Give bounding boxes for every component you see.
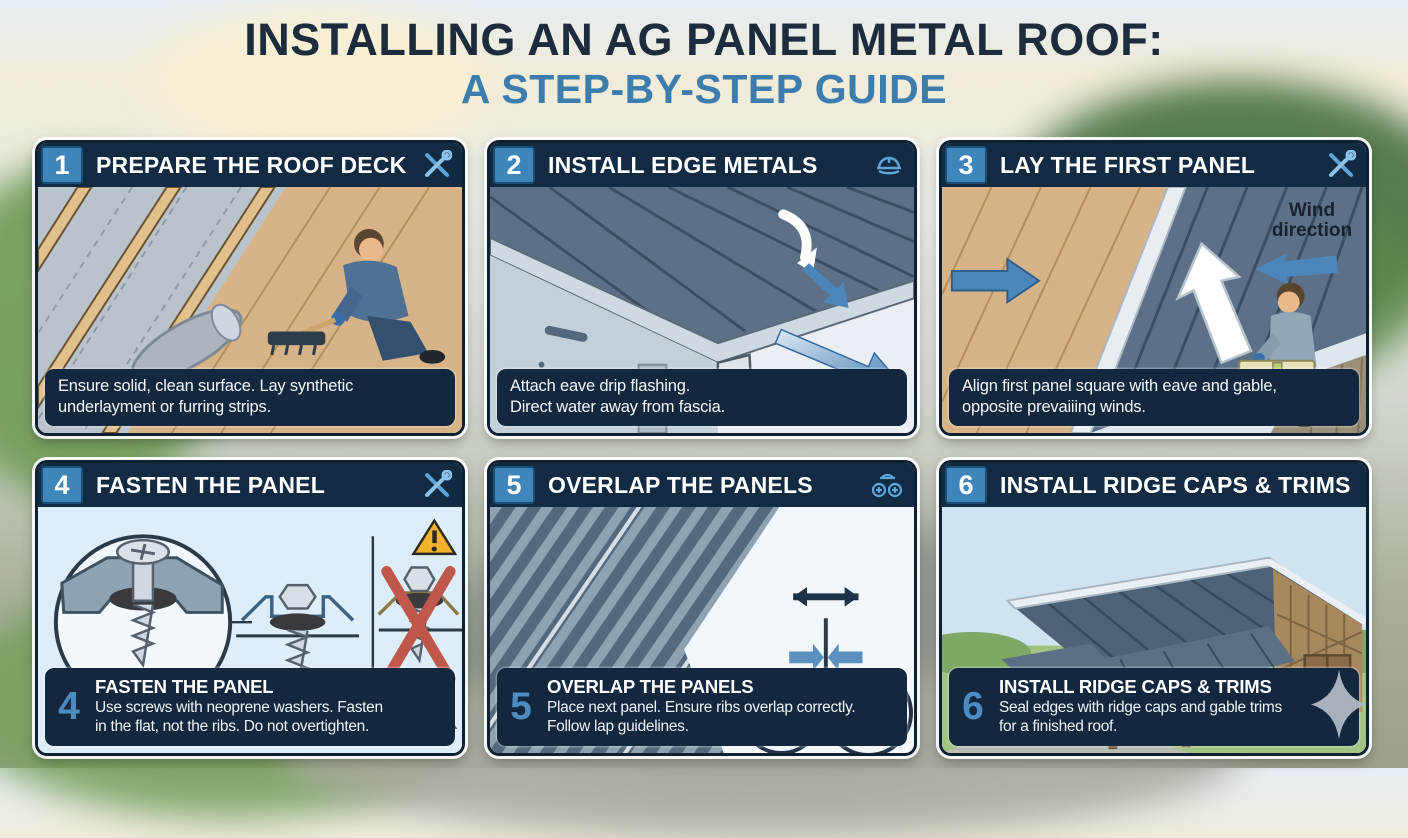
crossed-tools-icon	[422, 150, 452, 180]
step6-header: 6 INSTALL RIDGE CAPS & TRIMS	[942, 463, 1366, 507]
step3-caption-bar: Align first panel square with eave and g…	[949, 369, 1359, 426]
page-title-line1: INSTALLING AN AG PANEL METAL ROOF:	[244, 14, 1164, 65]
step5-footer-title: OVERLAP THE PANELS	[547, 676, 754, 698]
step-card-6: 6 INSTALL RIDGE CAPS & TRIMS 6 INSTALL R…	[939, 460, 1369, 756]
step2-caption-bar: Attach eave drip flashing. Direct water …	[497, 369, 907, 426]
step5-footer-number: 5	[510, 685, 532, 729]
hard-hat-icon	[874, 150, 904, 180]
step6-number-badge: 6	[945, 466, 987, 504]
step5-footer: 5 OVERLAP THE PANELS Place next panel. E…	[497, 668, 907, 746]
step4-footer-title: FASTEN THE PANEL	[95, 676, 274, 698]
step5-footer-text: OVERLAP THE PANELS Place next panel. Ens…	[547, 676, 856, 737]
step4-header: 4 FASTEN THE PANEL	[38, 463, 462, 507]
step5-number-badge: 5	[493, 466, 535, 504]
page-title-line2: A STEP-BY-STEP GUIDE	[460, 66, 948, 113]
step2-number-badge: 2	[493, 146, 535, 184]
step1-number-badge: 1	[41, 146, 83, 184]
step6-footer-body: Seal edges with ridge caps and gable tri…	[999, 699, 1282, 736]
step3-caption-text: Align first panel square with eave and g…	[962, 377, 1277, 417]
step6-footer-number: 6	[962, 685, 984, 729]
step5-title: OVERLAP THE PANELS	[548, 471, 813, 498]
step-card-5: 5 OVERLAP THE PANELS 5 OVERLAP THE PANEL…	[487, 460, 917, 756]
step4-number-badge: 4	[41, 466, 83, 504]
step1-caption-bar: Ensure solid, clean surface. Lay synthet…	[45, 369, 455, 426]
step1-header: 1 PREPARE THE ROOF DECK	[38, 143, 462, 187]
step4-title: FASTEN THE PANEL	[96, 471, 325, 498]
step4-footer-text: FASTEN THE PANEL Use screws with neopren…	[95, 676, 383, 737]
crossed-tools-icon	[1326, 150, 1356, 180]
step6-title: INSTALL RIDGE CAPS & TRIMS	[1000, 471, 1351, 498]
step3-header: 3 LAY THE FIRST PANEL	[942, 143, 1366, 187]
step5-footer-body: Place next panel. Ensure ribs overlap co…	[547, 699, 856, 736]
step3-number-badge: 3	[945, 146, 987, 184]
background-sun-glow	[150, 6, 490, 156]
step4-footer-body: Use screws with neoprene washers. Fasten…	[95, 699, 383, 736]
step-card-1: 1 PREPARE THE ROOF DECK Ensure solid, cl…	[35, 140, 465, 436]
step6-footer: 6 INSTALL RIDGE CAPS & TRIMS Seal edges …	[949, 668, 1366, 746]
step6-footer-title: INSTALL RIDGE CAPS & TRIMS	[999, 676, 1272, 698]
crossed-tools-icon	[422, 470, 452, 500]
step2-title: INSTALL EDGE METALS	[548, 151, 818, 178]
step-card-2: 2 INSTALL EDGE METALS Attach eave drip f…	[487, 140, 917, 436]
page-title: INSTALLING AN AG PANEL METAL ROOF: A STE…	[0, 16, 1408, 113]
step2-header: 2 INSTALL EDGE METALS	[490, 143, 914, 187]
step-card-3: 3 LAY THE FIRST PANEL Wind direction Ali…	[939, 140, 1369, 436]
sparkle-icon	[1311, 669, 1366, 745]
step5-header: 5 OVERLAP THE PANELS	[490, 463, 914, 507]
steps-grid: 1 PREPARE THE ROOF DECK Ensure solid, cl…	[35, 140, 1369, 756]
step4-footer-number: 4	[58, 685, 80, 729]
step2-caption-text: Attach eave drip flashing. Direct water …	[510, 377, 725, 417]
fasteners-icon	[870, 470, 904, 500]
step-card-4: 4 FASTEN THE PANEL 4 FASTEN THE PANEL Us…	[35, 460, 465, 756]
step3-title: LAY THE FIRST PANEL	[1000, 151, 1256, 178]
step1-caption-text: Ensure solid, clean surface. Lay synthet…	[58, 377, 354, 417]
wind-direction-label: Wind direction	[1271, 200, 1353, 241]
step4-footer: 4 FASTEN THE PANEL Use screws with neopr…	[45, 668, 455, 746]
step6-footer-text: INSTALL RIDGE CAPS & TRIMS Seal edges wi…	[999, 676, 1282, 737]
step1-title: PREPARE THE ROOF DECK	[96, 151, 407, 178]
